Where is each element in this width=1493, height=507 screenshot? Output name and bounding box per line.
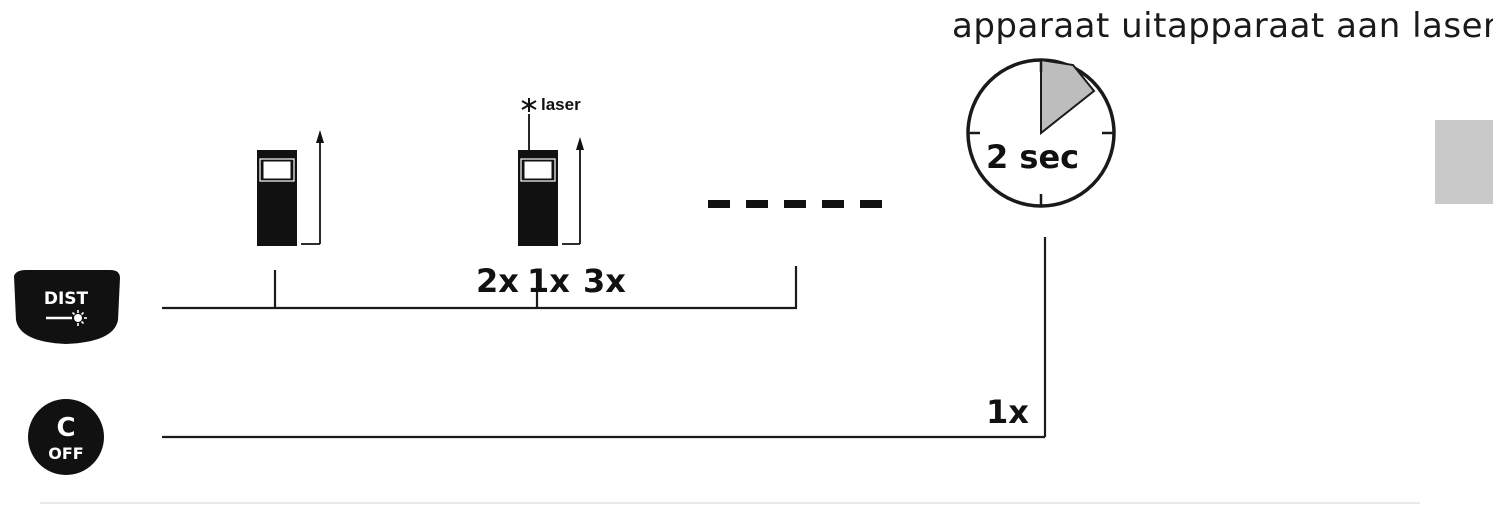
timer-clock-icon [966,58,1116,208]
device-off-icon [257,130,324,246]
press-count-3x: 3x [583,262,626,300]
continuation-dashes [708,200,882,208]
dist-button-icon: DIST [14,270,120,344]
off-sequence-line [162,237,1047,439]
side-panel-swatch [1435,120,1493,204]
dist-sequence-line [162,266,798,310]
laser-star-icon [521,98,537,112]
laser-indicator-label: laser [541,95,581,114]
press-count-2x: 2x [476,262,519,300]
laser-burst-icon [71,310,87,326]
clear-button-label: C [56,413,75,443]
timer-label: 2 sec [986,138,1080,176]
press-count-1x-dist: 1x [527,262,570,300]
device-laser-icon [518,98,584,246]
clear-off-button-icon: C OFF [28,399,104,475]
header-caption: apparaat uitapparaat aan laser [952,6,1493,46]
off-button-label: OFF [48,444,83,463]
press-count-1x-off: 1x [986,393,1029,431]
dist-button-label: DIST [44,289,89,309]
